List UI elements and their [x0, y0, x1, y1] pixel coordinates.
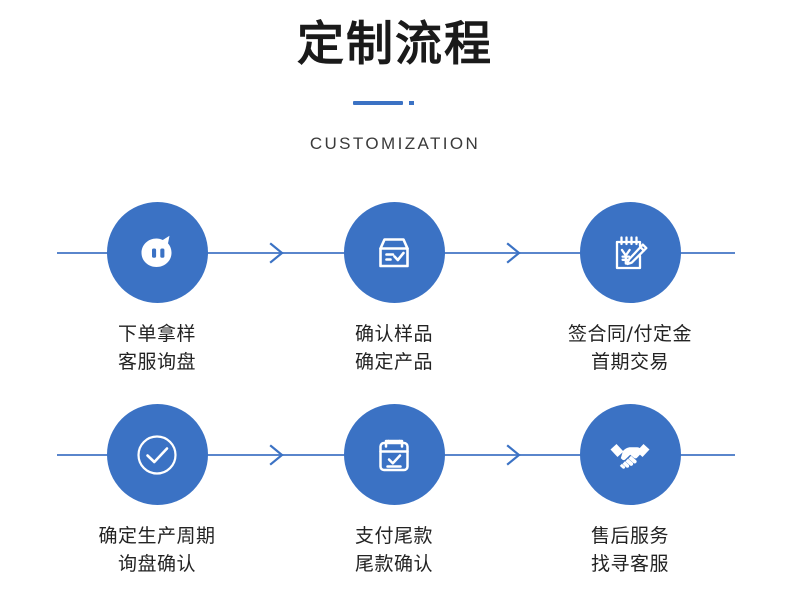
- flow-step-1-circle[interactable]: [106, 202, 208, 303]
- notepad-yen-pencil-icon: [603, 226, 657, 280]
- chevron-right-icon: [262, 440, 292, 470]
- flow-step-1-label-line1: 下单拿样: [117, 323, 196, 345]
- speech-bubble-quote-icon: [130, 226, 184, 280]
- chevron-right-icon: [499, 440, 529, 470]
- flow-step-4-label-line1: 确定生产周期: [98, 525, 216, 547]
- flow-step-3-label-line2: 首期交易: [590, 351, 669, 373]
- flow-step-1-label-line2: 客服询盘: [117, 351, 196, 373]
- flow-step-1-label: 下单拿样 客服询盘: [57, 320, 257, 376]
- flow-step-1[interactable]: 下单拿样 客服询盘: [57, 178, 257, 376]
- page-subtitle: CUSTOMIZATION: [309, 134, 481, 153]
- flow-step-6[interactable]: 售后服务 找寻客服: [530, 380, 730, 578]
- flow-step-2-label: 确认样品 确定产品: [294, 320, 494, 376]
- flow-step-5-label-line1: 支付尾款: [354, 525, 433, 547]
- divider-dot-icon: [409, 101, 414, 105]
- divider-line-icon: [353, 101, 403, 105]
- flow-step-3-label: 签合同/付定金 首期交易: [530, 320, 730, 376]
- box-check-icon: [367, 226, 421, 280]
- flow-step-2-label-line1: 确认样品: [354, 323, 433, 345]
- flow-step-6-circle[interactable]: [579, 404, 681, 505]
- flow-step-5-label: 支付尾款 尾款确认: [294, 522, 494, 578]
- handshake-icon: [601, 426, 659, 484]
- title-divider: [345, 94, 445, 112]
- flow-step-6-label-line1: 售后服务: [590, 525, 669, 547]
- chevron-right-icon: [262, 238, 292, 268]
- flow-step-3[interactable]: 签合同/付定金 首期交易: [530, 178, 730, 376]
- flow-step-4[interactable]: 确定生产周期 询盘确认: [57, 380, 257, 578]
- flow-step-2-label-line2: 确定产品: [354, 351, 433, 373]
- flow-step-6-label: 售后服务 找寻客服: [530, 522, 730, 578]
- flow-step-4-label: 确定生产周期 询盘确认: [57, 522, 257, 578]
- flow-step-4-label-line2: 询盘确认: [117, 553, 196, 575]
- chevron-right-icon: [499, 238, 529, 268]
- page-title: 定制流程: [297, 17, 493, 72]
- flow-step-6-label-line2: 找寻客服: [590, 553, 669, 575]
- page-header: 定制流程 CUSTOMIZATION: [0, 0, 790, 154]
- flow-step-4-circle[interactable]: [106, 404, 208, 505]
- flow-step-2[interactable]: 确认样品 确定产品: [294, 178, 494, 376]
- flow-row-2: 确定生产周期 询盘确认 支: [0, 380, 790, 575]
- flow-step-5[interactable]: 支付尾款 尾款确认: [294, 380, 494, 578]
- flow-row-1: 下单拿样 客服询盘 确认样品 确定产品: [0, 178, 790, 373]
- flow-step-2-circle[interactable]: [343, 202, 445, 303]
- flow-step-3-label-line1: 签合同/付定金: [568, 323, 692, 345]
- flow-step-3-circle[interactable]: [579, 202, 681, 303]
- circle-check-icon: [128, 426, 186, 484]
- clipboard-check-icon: [367, 428, 421, 482]
- flow-step-5-circle[interactable]: [343, 404, 445, 505]
- flow-step-5-label-line2: 尾款确认: [354, 553, 433, 575]
